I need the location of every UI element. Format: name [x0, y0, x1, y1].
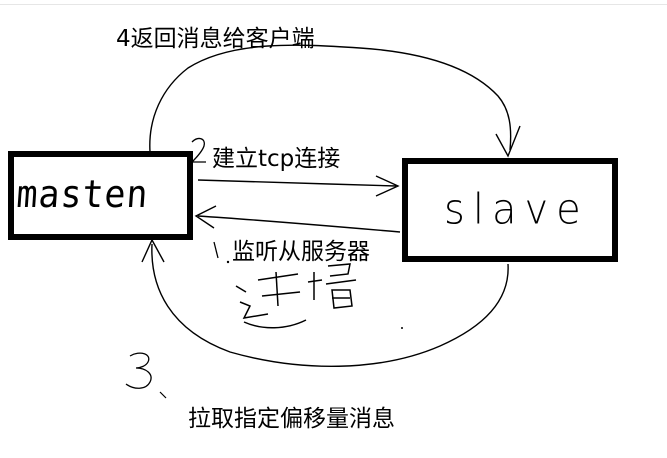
slave-node-label: slave	[444, 185, 589, 235]
step-1-mark	[213, 241, 219, 259]
slave-node-box: slave	[402, 158, 618, 262]
step-1-dot	[226, 260, 230, 264]
pull-loop-arrowhead	[141, 238, 165, 263]
label-return-message: 4返回消息给客户端	[116, 26, 315, 52]
tcp-arrow-head	[375, 175, 400, 197]
stray-dot	[401, 327, 403, 329]
step-3-tick	[159, 391, 167, 399]
top-divider	[0, 4, 667, 5]
listen-arrow-stroke	[197, 215, 401, 233]
listen-arrow-head	[194, 205, 217, 229]
master-node-label: masten	[15, 172, 151, 216]
return-loop-arrowhead	[495, 125, 521, 158]
tcp-arrow-stroke	[197, 179, 397, 187]
label-pull-offset-messages: 拉取指定偏移量消息	[188, 406, 395, 432]
return-loop-stroke	[149, 44, 512, 153]
step-3-mark	[125, 352, 152, 389]
handwritten-scribble	[235, 263, 357, 329]
label-tcp-connect: 建立tcp连接	[212, 146, 341, 172]
master-node-box: masten	[8, 151, 193, 240]
step-2-mark	[190, 137, 206, 163]
label-listen-slave: 监听从服务器	[232, 239, 370, 265]
